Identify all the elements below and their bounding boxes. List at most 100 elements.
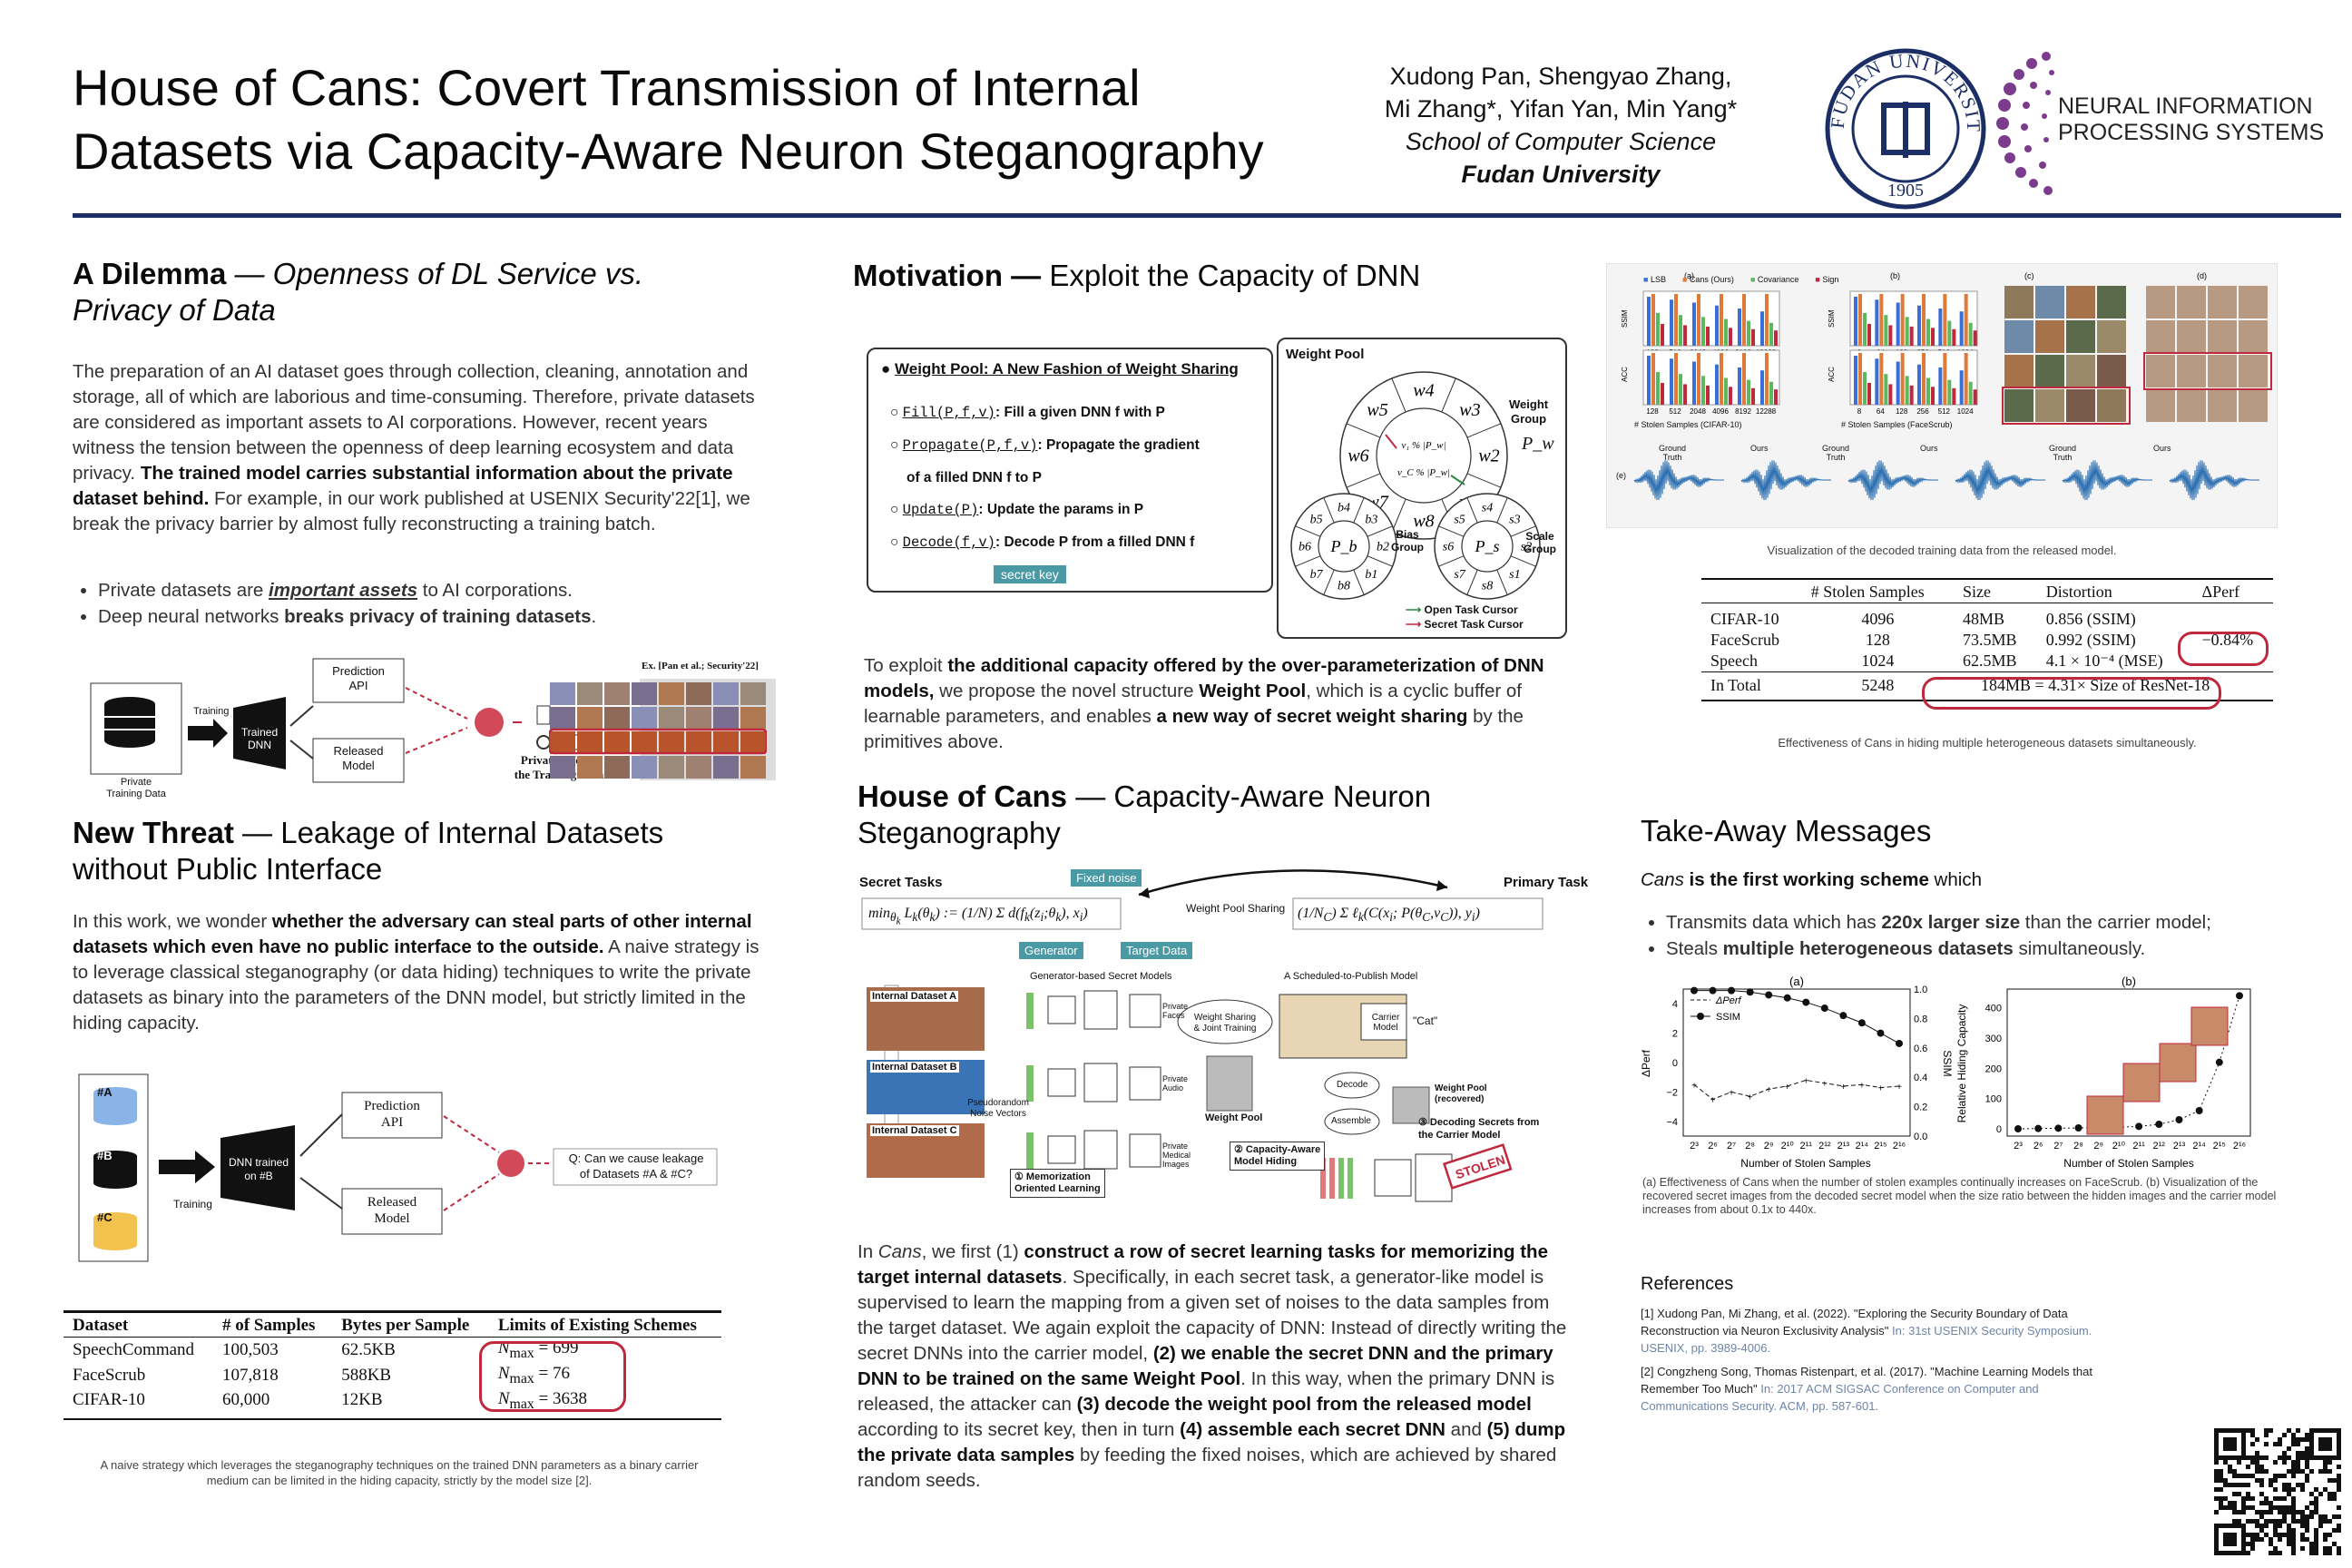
viz-bar bbox=[1674, 353, 1678, 405]
viz-bar bbox=[1720, 353, 1723, 405]
viz-bar bbox=[1683, 325, 1687, 346]
perf-line bbox=[1693, 1079, 1900, 1101]
perf-point: + bbox=[1896, 1083, 1902, 1093]
svg-text:ΔPerf: ΔPerf bbox=[1715, 995, 1741, 1006]
x-tick: 2¹⁵ bbox=[2213, 1141, 2226, 1152]
viz-face bbox=[2177, 389, 2206, 422]
pool-cell: s8 bbox=[1482, 580, 1493, 593]
svg-text:1.0: 1.0 bbox=[1914, 985, 1927, 995]
viz-bar bbox=[1922, 294, 1926, 346]
viz-bar bbox=[1905, 376, 1909, 405]
recon-image bbox=[550, 682, 575, 705]
pool-cell: s5 bbox=[1454, 513, 1465, 526]
viz-face bbox=[2208, 389, 2237, 422]
viz-image bbox=[2097, 320, 2126, 353]
viz-bar bbox=[1968, 322, 1973, 346]
viz-caption: Visualization of the decoded training da… bbox=[1767, 544, 2117, 557]
svg-text:(b): (b) bbox=[2122, 975, 2136, 988]
svg-text:−4: −4 bbox=[1666, 1117, 1678, 1128]
qr-code[interactable] bbox=[2214, 1428, 2341, 1555]
perf-point: + bbox=[1785, 1083, 1790, 1093]
x-tick: 2³ bbox=[1690, 1141, 1699, 1152]
viz-bar bbox=[1922, 353, 1926, 405]
viz-bar bbox=[1738, 308, 1741, 346]
recon-image bbox=[604, 731, 630, 754]
viz-face bbox=[2177, 286, 2206, 318]
svg-text:P_s: P_s bbox=[1475, 537, 1500, 555]
pool-cell: b6 bbox=[1298, 541, 1311, 554]
dilemma-bullets: Private datasets are important assets to… bbox=[73, 577, 762, 630]
viz-bar bbox=[1742, 294, 1746, 346]
recon-image bbox=[740, 707, 766, 730]
svg-text:12288: 12288 bbox=[1756, 407, 1777, 416]
viz-bar bbox=[1879, 353, 1884, 405]
x-tick: 2¹² bbox=[2153, 1141, 2166, 1152]
viz-bar bbox=[1884, 315, 1888, 346]
svg-text:2048: 2048 bbox=[1690, 407, 1706, 416]
viz-face bbox=[2239, 389, 2268, 422]
viz-bar bbox=[1729, 328, 1732, 346]
references-title: References bbox=[1641, 1274, 1734, 1294]
pool-cell: s3 bbox=[1509, 513, 1520, 526]
svg-text:0.4: 0.4 bbox=[1914, 1073, 1927, 1083]
svg-text:256: 256 bbox=[1916, 407, 1929, 416]
recon-image bbox=[686, 682, 711, 705]
recon-image bbox=[577, 731, 603, 754]
viz-face bbox=[2146, 389, 2175, 422]
viz-bar bbox=[1760, 370, 1764, 405]
x-tick: 2¹⁶ bbox=[1893, 1141, 1906, 1152]
viz-bar bbox=[1964, 353, 1968, 405]
recon-image bbox=[659, 756, 684, 779]
motivation-paragraph: To exploit the additional capacity offer… bbox=[864, 655, 1544, 752]
svg-text:512: 512 bbox=[1938, 407, 1951, 416]
neurips-logo-mark bbox=[1996, 52, 2054, 195]
viz-bar bbox=[1647, 356, 1651, 405]
viz-bar bbox=[1674, 294, 1678, 346]
visualization-figure: 1285122048409681921228812851220484096819… bbox=[1606, 263, 2278, 528]
viz-bar bbox=[1858, 353, 1862, 405]
viz-bar bbox=[1747, 320, 1750, 346]
svg-text:0: 0 bbox=[1672, 1058, 1678, 1069]
target-data-tag: Target Data bbox=[1121, 942, 1193, 959]
capacity-point bbox=[2195, 1107, 2203, 1114]
viz-bar bbox=[1774, 330, 1778, 346]
x-tick: 2⁹ bbox=[1764, 1141, 1774, 1152]
recovered-face bbox=[2159, 1043, 2197, 1083]
perf-point: + bbox=[1859, 1081, 1865, 1091]
viz-bar bbox=[1875, 358, 1879, 405]
viz-bar bbox=[1931, 387, 1935, 405]
viz-bar bbox=[1909, 326, 1914, 346]
x-tick: 2⁹ bbox=[2093, 1141, 2103, 1152]
capacity-line bbox=[2017, 995, 2240, 1130]
university: Fudan University bbox=[1461, 161, 1661, 188]
weight-pool-primitives: ● Weight Pool: A New Fashion of Weight S… bbox=[867, 348, 1273, 593]
perf-point: + bbox=[1766, 1085, 1771, 1095]
viz-bar bbox=[1656, 313, 1660, 346]
svg-text:100: 100 bbox=[1985, 1094, 2002, 1105]
perf-point: + bbox=[1691, 1081, 1697, 1091]
generator-tag: Generator bbox=[1019, 942, 1083, 959]
viz-image bbox=[2097, 286, 2126, 318]
perf-point: + bbox=[1840, 1083, 1846, 1093]
x-tick: 2⁸ bbox=[2073, 1141, 2083, 1152]
viz-face bbox=[2239, 355, 2268, 387]
x-tick: 2⁶ bbox=[2034, 1141, 2043, 1152]
viz-bar bbox=[1683, 384, 1687, 405]
svg-text:v_C % |P_w|: v_C % |P_w| bbox=[1397, 467, 1450, 478]
recon-image bbox=[632, 682, 657, 705]
recon-image bbox=[713, 707, 739, 730]
viz-bar bbox=[1651, 353, 1655, 405]
viz-bar bbox=[1854, 356, 1857, 405]
viz-bar bbox=[1692, 302, 1696, 346]
recovered-face bbox=[2122, 1063, 2161, 1102]
reconstructed-images bbox=[547, 681, 769, 783]
